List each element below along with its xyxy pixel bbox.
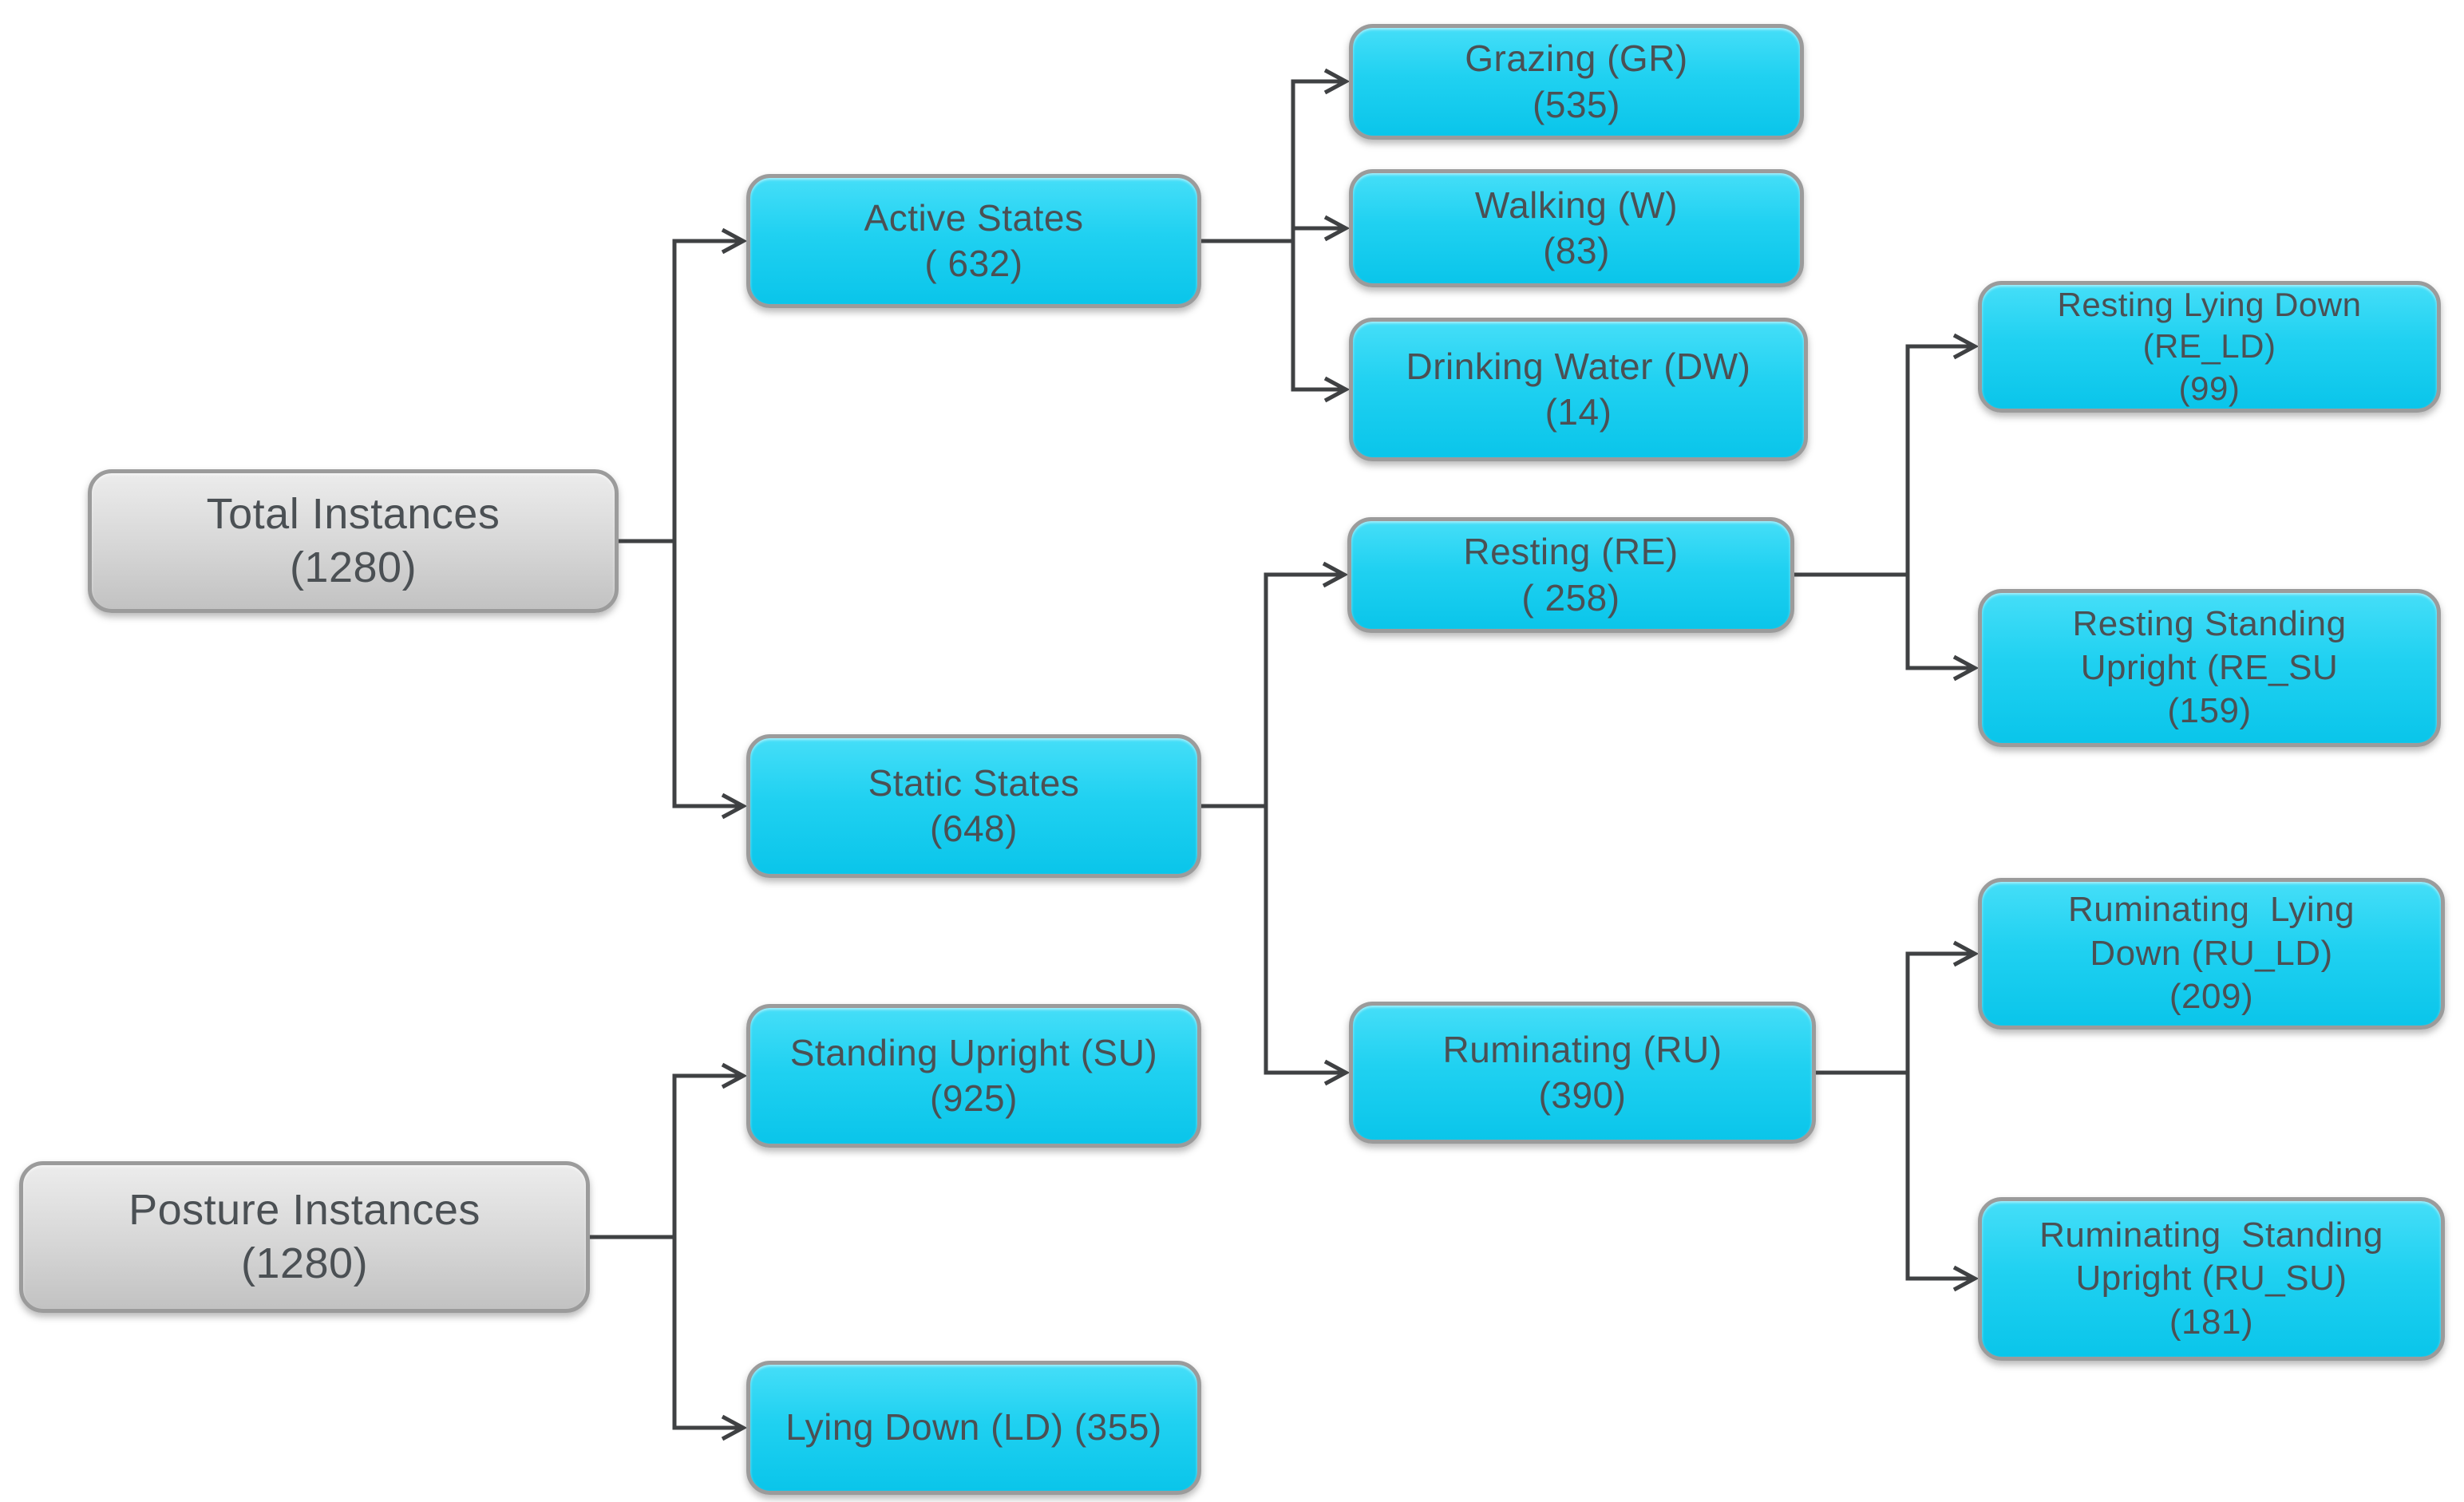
edge-ruminating-ru_ld	[1816, 940, 1980, 1075]
edge-posture-su	[590, 1062, 748, 1239]
node-label-line: Ruminating (RU)	[1442, 1028, 1722, 1070]
edge-resting-re_su	[1794, 572, 1980, 682]
node-re_ld: Resting Lying Down(RE_LD)(99)	[1978, 281, 2441, 413]
node-label-line: Walking (W)	[1474, 184, 1679, 226]
node-label-line: Total Instances	[206, 490, 500, 539]
node-total: Total Instances(1280)	[88, 469, 619, 613]
node-su: Standing Upright (SU)(925)	[746, 1004, 1201, 1148]
edge-total-active	[619, 227, 748, 543]
node-label-line: ( 632)	[924, 243, 1023, 284]
node-label-line: (1280)	[240, 1239, 369, 1287]
node-label-line: (390)	[1538, 1074, 1627, 1116]
node-ld: Lying Down (LD) (355)	[746, 1361, 1201, 1495]
node-label-line: (99)	[2178, 369, 2241, 407]
node-label-line: (1280)	[289, 543, 417, 591]
node-label-line: (83)	[1543, 230, 1610, 271]
node-drinking: Drinking Water (DW)(14)	[1349, 318, 1808, 461]
edge-static-ruminating	[1201, 804, 1351, 1086]
node-label-line: Down (RU_LD)	[2090, 933, 2333, 973]
node-label-line: Resting Standing	[2072, 604, 2347, 644]
node-label-line: (925)	[930, 1077, 1018, 1119]
node-label-line: (209)	[2169, 977, 2254, 1017]
node-label-line: (RE_LD)	[2142, 327, 2276, 366]
node-label-line: ( 258)	[1521, 576, 1620, 619]
node-posture: Posture Instances(1280)	[19, 1161, 590, 1313]
node-label-line: Grazing (GR)	[1465, 38, 1688, 80]
node-label-line: Drinking Water (DW)	[1406, 345, 1751, 387]
node-label-line: (535)	[1533, 83, 1620, 125]
node-label-line: (159)	[2167, 691, 2252, 731]
node-label-line: Standing Upright (SU)	[789, 1031, 1158, 1073]
node-label-line: Upright (RU_SU)	[2075, 1259, 2347, 1298]
edge-static-resting	[1201, 561, 1349, 808]
node-label-line: Active States	[864, 196, 1084, 239]
node-label-line: Ruminating Standing	[2039, 1215, 2383, 1255]
node-label-line: Ruminating Lying	[2067, 890, 2355, 930]
node-grazing: Grazing (GR)(535)	[1349, 24, 1804, 140]
node-label-line: Lying Down (LD) (355)	[785, 1406, 1162, 1449]
node-label-line: Upright (RE_SU	[2080, 647, 2339, 687]
node-active: Active States( 632)	[746, 174, 1201, 308]
node-resting: Resting (RE)( 258)	[1347, 517, 1794, 633]
node-static: Static States(648)	[746, 734, 1201, 878]
edge-posture-ld	[590, 1235, 748, 1441]
edge-resting-re_ld	[1794, 333, 1980, 577]
node-label-line: Resting (RE)	[1463, 531, 1679, 573]
node-label-line: Static States	[868, 761, 1080, 804]
edge-ruminating-ru_su	[1816, 1070, 1980, 1292]
node-label-line: Posture Instances	[129, 1186, 481, 1235]
edge-active-drinking	[1201, 239, 1351, 403]
node-label-line: (648)	[930, 808, 1018, 849]
edge-active-grazing	[1201, 68, 1351, 243]
node-label-line: Resting Lying Down	[2057, 286, 2362, 324]
node-walking: Walking (W)(83)	[1349, 169, 1804, 287]
node-ruminating: Ruminating (RU)(390)	[1349, 1002, 1816, 1144]
node-label-line: (14)	[1544, 391, 1612, 433]
edge-total-static	[619, 539, 748, 820]
node-label-line: (181)	[2169, 1302, 2254, 1342]
